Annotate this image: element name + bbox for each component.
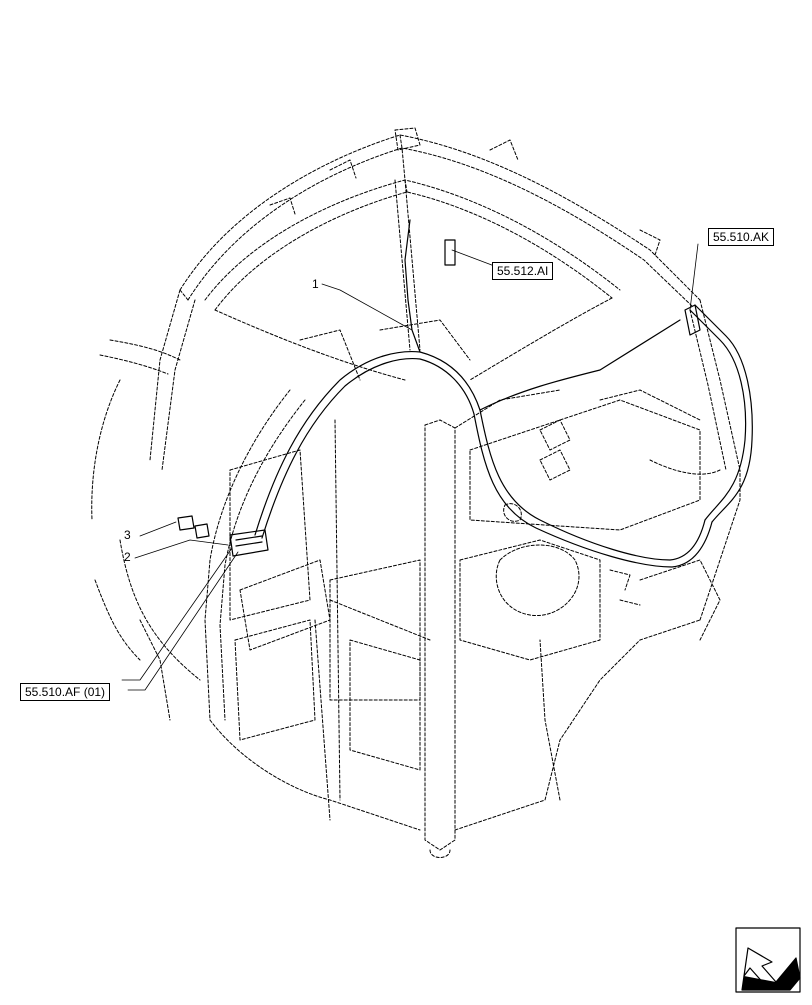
cab-body-frame [119, 319, 741, 858]
cab-roof-frame [91, 127, 741, 661]
next-page-arrow-icon [735, 927, 801, 993]
callout-3: 3 [124, 528, 131, 542]
wiring-harness [177, 219, 753, 568]
reference-55-510-af[interactable]: 55.510.AF (01) [20, 683, 111, 701]
reference-55-512-ai[interactable]: 55.512.AI [492, 262, 554, 280]
callout-2: 2 [124, 550, 131, 564]
reference-55-510-ak[interactable]: 55.510.AK [708, 228, 775, 246]
callout-1: 1 [312, 277, 319, 291]
